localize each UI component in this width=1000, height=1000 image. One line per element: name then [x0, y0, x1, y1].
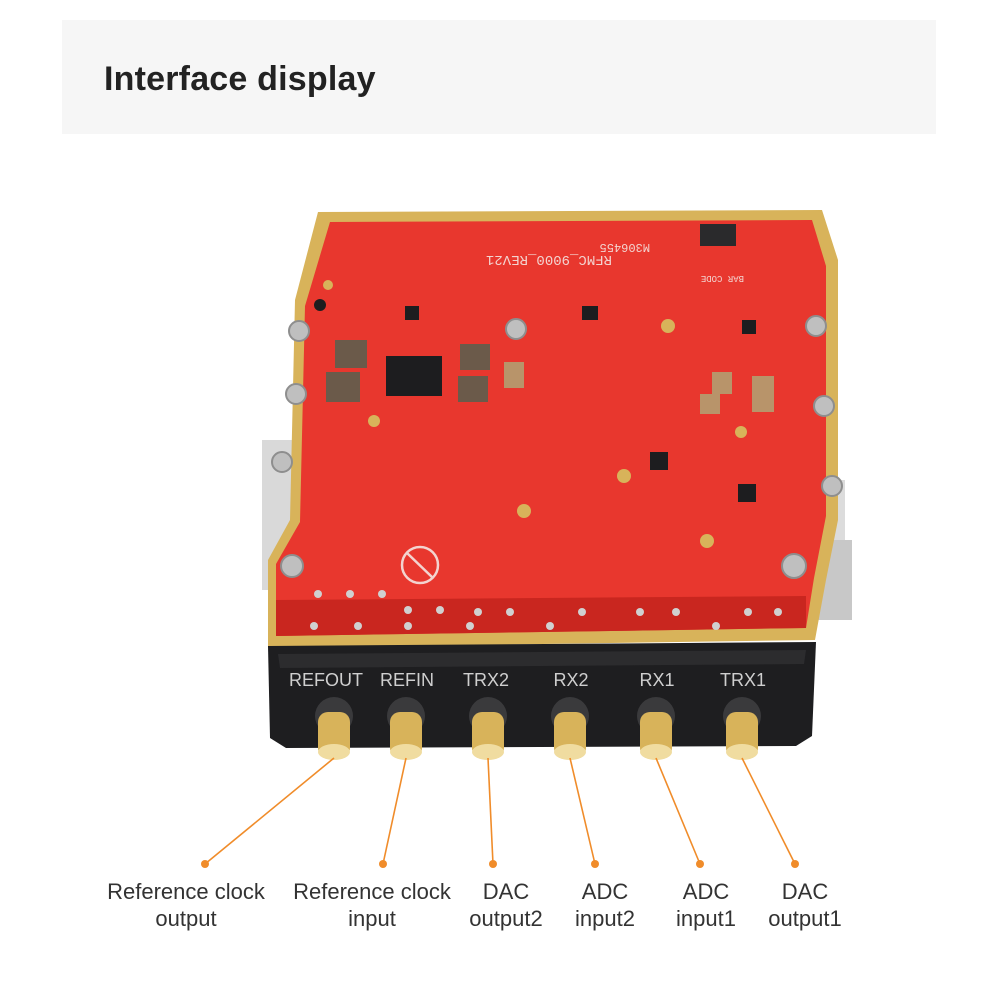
silkscreen-model: RFMC_9000_REV21	[486, 251, 612, 267]
caption-refin-line2: input	[348, 906, 396, 931]
caption-trx1: DAC output1	[710, 878, 900, 932]
caption-trx1-line2: output1	[768, 906, 842, 931]
caption-trx2-line2: output2	[469, 906, 543, 931]
caption-rx2-line2: input2	[575, 906, 635, 931]
silkscreen-barcode: BAR CODE	[701, 273, 744, 283]
caption-trx2: DAC output2	[411, 878, 601, 932]
callout-line-refout	[204, 757, 335, 865]
callout-dot-rx1	[696, 860, 704, 868]
panel-label-rx2: RX2	[553, 670, 588, 690]
header-band: Interface display	[62, 20, 936, 134]
pcb-components	[314, 224, 774, 585]
connector-trx2	[469, 697, 507, 760]
callout-dot-trx1	[791, 860, 799, 868]
connector-refout	[315, 697, 353, 760]
callout-line-trx2	[487, 757, 494, 865]
caption-trx1-line1: DAC	[781, 879, 829, 904]
callout-dot-refin	[379, 860, 387, 868]
caption-rx2-line1: ADC	[581, 879, 629, 904]
rf-connectors	[315, 697, 761, 760]
callout-dot-trx2	[489, 860, 497, 868]
callout-line-rx2	[569, 757, 596, 865]
silkscreen-part: M306455	[600, 240, 650, 254]
connector-rx1	[637, 697, 675, 760]
callout-line-refin	[382, 757, 407, 865]
callout-line-trx1	[741, 757, 796, 865]
page-title: Interface display	[104, 60, 376, 98]
caption-refin-line1: Reference clock	[293, 879, 451, 904]
vias	[310, 590, 782, 630]
caption-refin: Reference clock input	[277, 878, 467, 932]
caption-rx1: ADC input1	[611, 878, 801, 932]
screws	[271, 315, 843, 579]
caption-refout: Reference clock output	[91, 878, 281, 932]
callout-dot-refout	[201, 860, 209, 868]
callout-dot-rx2	[591, 860, 599, 868]
callouts	[201, 757, 799, 868]
callout-line-rx1	[655, 757, 701, 865]
caption-rx2: ADC input2	[510, 878, 700, 932]
connector-trx1	[723, 697, 761, 760]
panel-label-rx1: RX1	[639, 670, 674, 690]
panel-label-refout: REFOUT	[289, 670, 363, 690]
caption-refout-line1: Reference clock	[107, 879, 265, 904]
connector-refin	[387, 697, 425, 760]
caption-rx1-line2: input1	[676, 906, 736, 931]
caption-refout-line2: output	[155, 906, 217, 931]
pcb-board	[276, 220, 826, 636]
panel-label-trx2: TRX2	[463, 670, 509, 690]
caption-trx2-line1: DAC	[482, 879, 530, 904]
connector-rx2	[551, 697, 589, 760]
panel-labels: REFOUT REFIN TRX2 RX2 RX1 TRX1	[289, 670, 766, 690]
caption-rx1-line1: ADC	[682, 879, 730, 904]
panel-label-refin: REFIN	[380, 670, 434, 690]
panel-label-trx1: TRX1	[720, 670, 766, 690]
